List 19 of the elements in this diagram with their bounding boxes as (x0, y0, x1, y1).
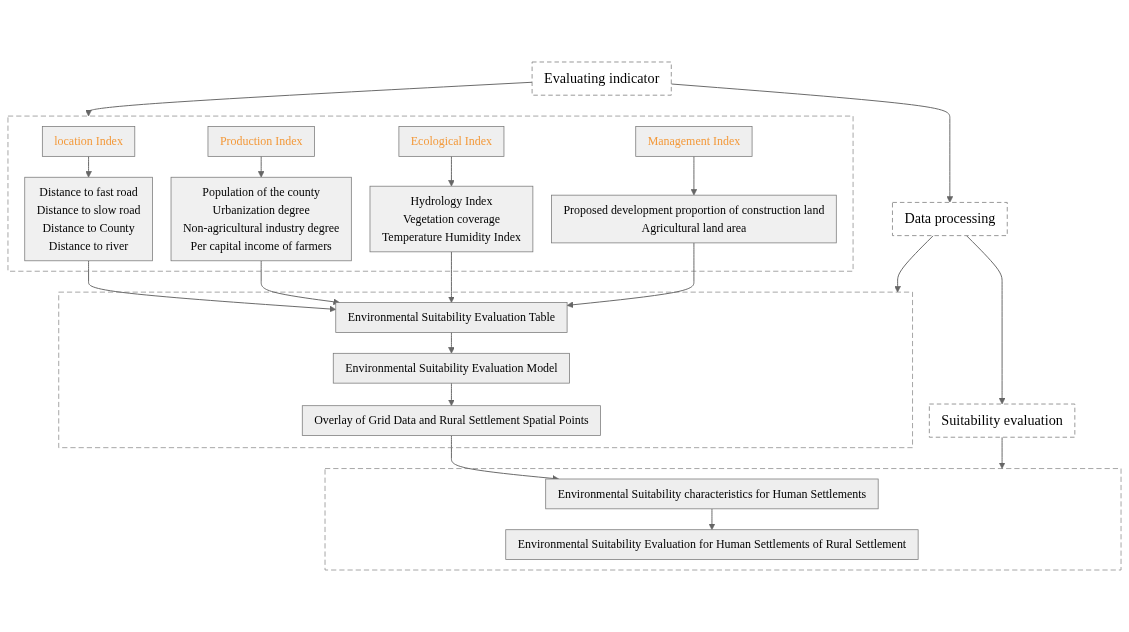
node-box: Ecological Index (398, 126, 505, 157)
node-box: Environmental Suitability characteristics for Human Settlements (545, 478, 879, 510)
node-box: Environmental Suitability Evaluation Model (332, 352, 570, 384)
node-box: Hydrology Index Vegetation coverage Temperature Humidity Index (369, 185, 534, 253)
node-box: Population of the county Urbanization degree Non-agricultural industry degree Per capital income of farmers (170, 176, 352, 262)
node-box: Suitability evaluation (928, 403, 1076, 438)
node-box: Distance to fast road Distance to slow road Distance to County Distance to river (24, 176, 153, 262)
node-box: Proposed development proportion of construction land Agricultural land area (551, 194, 837, 244)
node-box: location Index (41, 126, 136, 157)
node-box: Evaluating indicator (531, 61, 672, 96)
node-box: Management Index (635, 126, 753, 157)
node-box: Overlay of Grid Data and Rural Settlement Spatial Points (301, 405, 601, 436)
node-box: Data processing (892, 202, 1008, 236)
cluster (324, 468, 1122, 571)
node-box: Production Index (207, 126, 315, 157)
node-box: Environmental Suitability Evaluation Table (335, 302, 568, 333)
cluster (7, 115, 854, 272)
cluster (58, 291, 913, 449)
node-box: Environmental Suitability Evaluation for Human Settlements of Rural Settlement (505, 529, 919, 560)
